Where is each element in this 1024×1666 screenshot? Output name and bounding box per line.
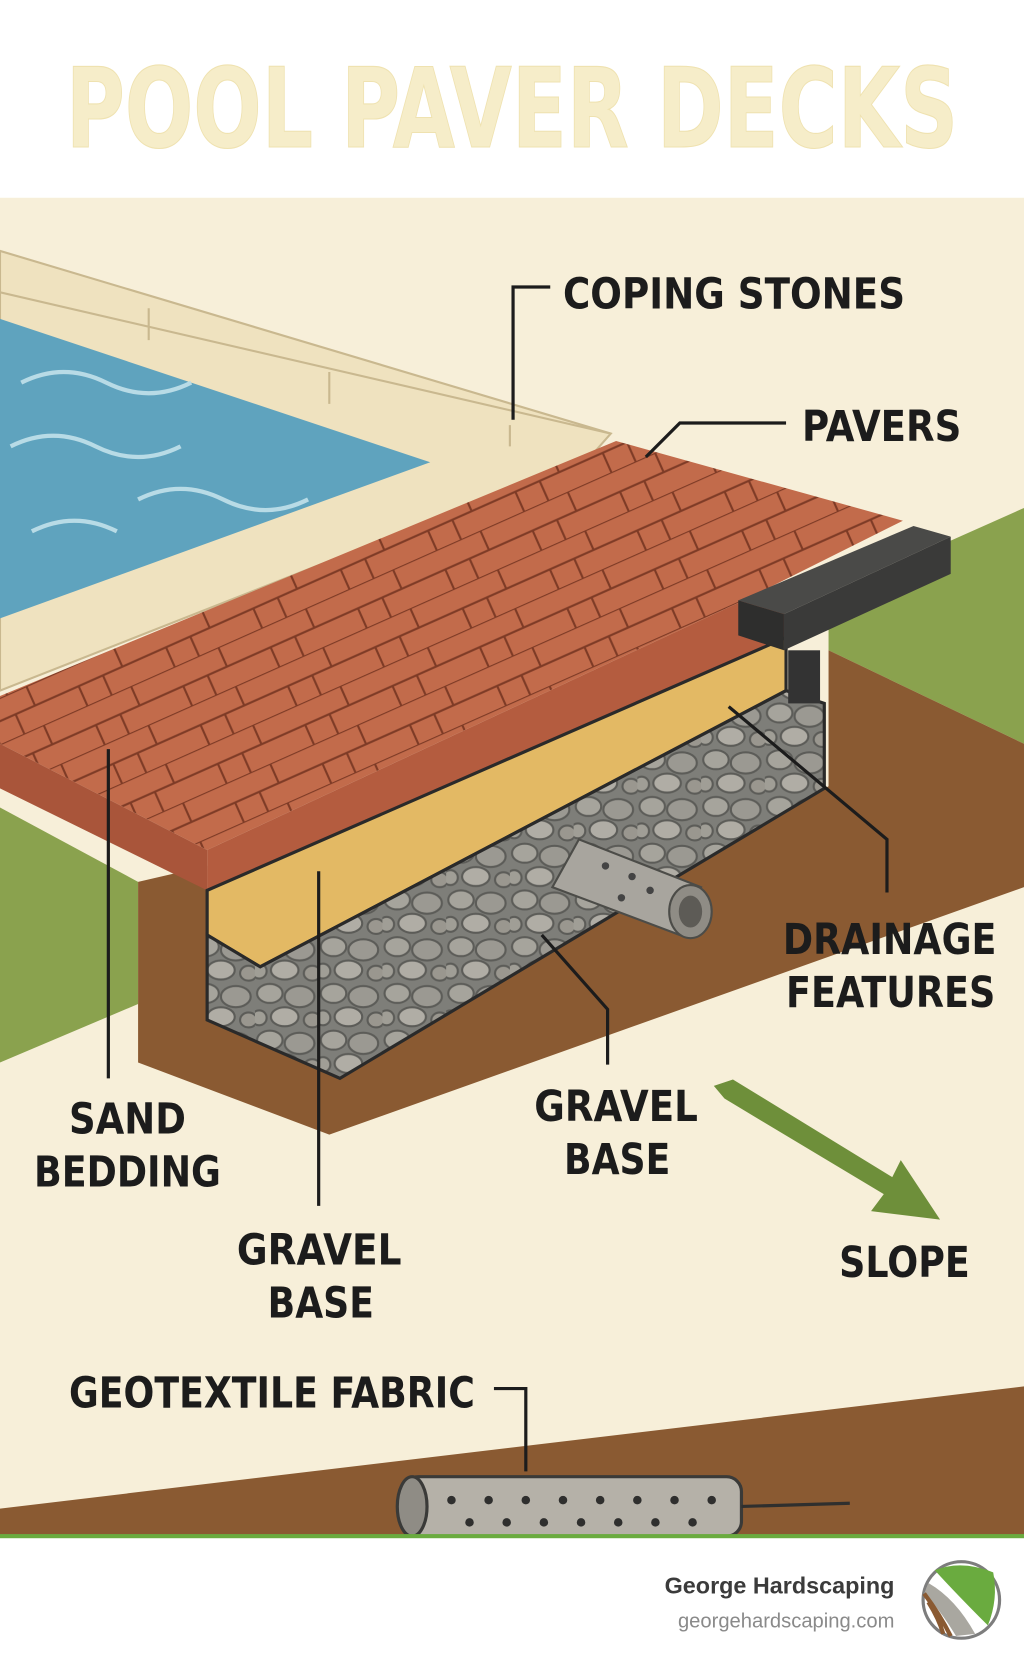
drainage-pipe xyxy=(550,838,713,940)
label-drainage-line2: FEATURES xyxy=(786,969,995,1018)
leader-drainage xyxy=(727,705,889,893)
footer-divider xyxy=(0,1534,1024,1539)
leader-coping-stones xyxy=(511,285,551,420)
label-pavers: PAVERS xyxy=(802,403,961,452)
label-drainage-line1: DRAINAGE xyxy=(783,916,997,965)
label-gravel-base-left-line2: BASE xyxy=(268,1279,374,1328)
soil-band xyxy=(0,1386,1024,1537)
slope-arrow-icon xyxy=(713,1079,941,1220)
header-background xyxy=(0,0,1024,198)
page-title: POOL PAVER DECKS xyxy=(66,45,958,174)
brand-website[interactable]: georgehardscaping.com xyxy=(678,1611,894,1633)
paver-left-face xyxy=(0,743,208,891)
pool-waves xyxy=(9,369,309,534)
label-slope: SLOPE xyxy=(839,1239,970,1288)
gravel-layer xyxy=(205,688,826,1081)
grass-left xyxy=(0,807,139,1063)
coping-joints xyxy=(0,291,612,447)
label-gravel-base-mid-line2: BASE xyxy=(564,1136,670,1185)
label-geotextile-fabric: GEOTEXTILE FABRIC xyxy=(69,1370,475,1419)
label-sand-bedding-line1: SAND xyxy=(69,1096,186,1145)
paver-front xyxy=(207,600,787,891)
leader-geotextile xyxy=(493,1386,528,1472)
leader-pavers xyxy=(644,421,787,459)
edge-restraint xyxy=(738,526,951,704)
paver-top xyxy=(0,441,903,850)
label-coping-stones: COPING STONES xyxy=(563,270,905,319)
brand-name: George Hardscaping xyxy=(665,1573,895,1599)
pool-water xyxy=(0,318,431,619)
label-gravel-base-mid-line1: GRAVEL xyxy=(534,1083,698,1132)
soil-trench xyxy=(138,650,1024,1135)
perforated-pipe xyxy=(395,1475,850,1538)
brand-logo-icon xyxy=(921,1560,1002,1640)
leader-gravel-base-mid xyxy=(540,933,610,1065)
label-sand-bedding-line2: BEDDING xyxy=(34,1149,221,1198)
grass-right xyxy=(828,507,1024,744)
label-gravel-base-left-line1: GRAVEL xyxy=(237,1226,402,1275)
footer-background xyxy=(0,1538,1024,1666)
